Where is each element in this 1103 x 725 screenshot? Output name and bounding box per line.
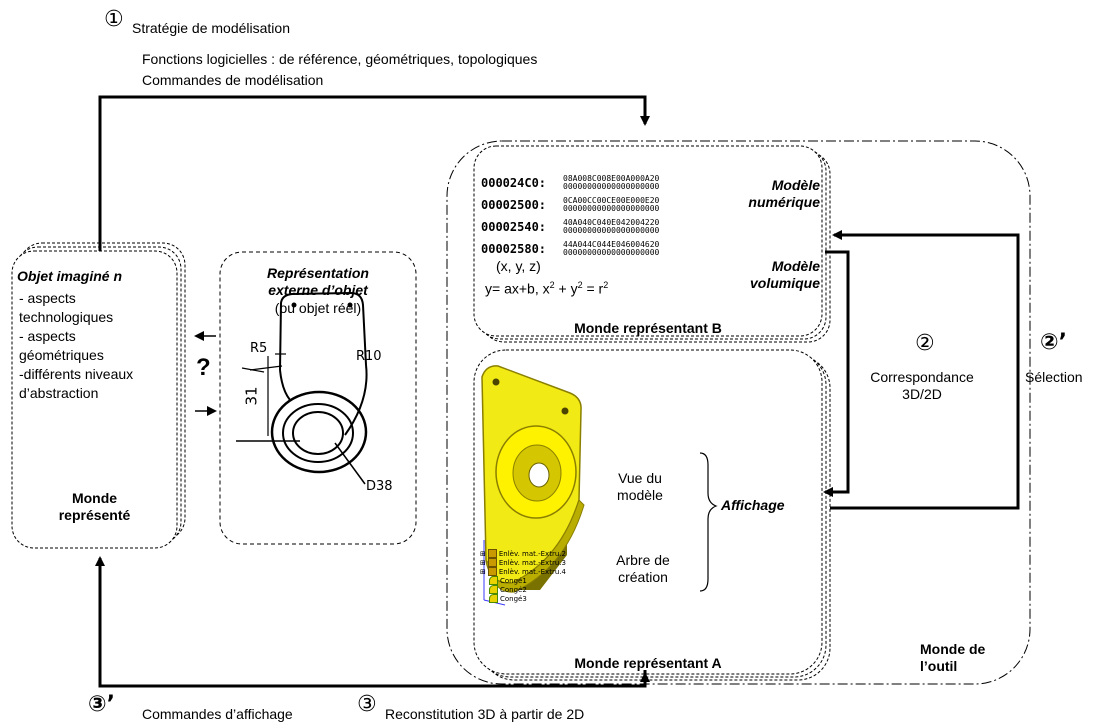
step2-label: Correspondance 3D/2D: [870, 369, 974, 402]
monde-outil-box: [446, 140, 1031, 685]
step2p-label: Sélection: [1025, 369, 1083, 385]
sketch-r10: R10: [356, 349, 382, 364]
tree-item[interactable]: ⊞Enlèv. mat.-Extru.2: [480, 549, 566, 558]
tree-item[interactable]: Congé3: [489, 594, 566, 603]
representant-a-label: Monde représentant A: [574, 655, 722, 671]
modele-volumique-label: Modèle volumique: [749, 258, 820, 291]
list-item: - aspects: [19, 328, 76, 344]
fillet-icon: [489, 576, 498, 585]
arrow-step1: [98, 95, 650, 251]
representation-title: Représentation externe d’objet: [267, 265, 369, 298]
step3-marker: ③: [357, 692, 377, 717]
extrude-cut-icon: [487, 549, 497, 558]
representant-b-label: Monde représentant B: [574, 320, 722, 336]
step1-line1: Fonctions logicielles : de référence, gé…: [142, 51, 538, 67]
arrow-step2p: [830, 230, 1020, 510]
list-item: - aspects: [19, 290, 76, 306]
list-item: d’abstraction: [19, 385, 99, 401]
xyz-label: (x, y, z): [496, 258, 541, 274]
representant-b-box: [473, 145, 823, 337]
equation: y= ax+b, x2 + y2 = r2: [485, 280, 609, 297]
step1-line2: Commandes de modélisation: [142, 72, 324, 88]
tree-item[interactable]: ⊞Enlèv. mat.-Extru.3: [480, 558, 566, 567]
list-item: technologiques: [19, 309, 114, 325]
technical-sketch: [236, 291, 368, 485]
extrude-cut-icon: [487, 558, 497, 567]
list-item: -différents niveaux: [19, 366, 134, 382]
representation-box: [219, 251, 417, 545]
step2-marker: ②: [915, 331, 935, 356]
objet-imagine-title: Objet imaginé n: [17, 268, 123, 284]
step3-label: Reconstitution 3D à partir de 2D: [385, 706, 585, 722]
sketch-d38: D38: [366, 479, 393, 494]
extrude-cut-icon: [487, 567, 497, 576]
question-mark: ?: [196, 354, 211, 381]
step2p-marker: ②’: [1040, 330, 1067, 355]
representation-subtitle: (ou objet réel): [274, 300, 362, 316]
tree-item[interactable]: Congé2: [489, 585, 566, 594]
arbre-creation-label: Arbre de création: [616, 552, 670, 585]
monde-outil-label: Monde de l’outil: [920, 641, 986, 674]
tree-item[interactable]: ⊞Enlèv. mat.-Extru.4: [480, 567, 566, 576]
arrow-step2: [823, 250, 850, 497]
affichage-brace: [699, 452, 718, 592]
sketch-31: 31: [242, 386, 261, 406]
sketch-r5: R5: [250, 341, 268, 356]
step3p-label: Commandes d’affichage: [142, 706, 293, 722]
monde-represente-box: [11, 250, 178, 549]
tree-item[interactable]: Congé1: [489, 576, 566, 585]
step1-label: Stratégie de modélisation: [132, 20, 290, 36]
fillet-icon: [489, 585, 498, 594]
list-item: géométriques: [19, 347, 104, 363]
monde-represente-label: Monde représenté: [58, 490, 131, 523]
part-3d-view: [481, 365, 585, 606]
feature-tree: ⊞Enlèv. mat.-Extru.2 ⊞Enlèv. mat.-Extru.…: [480, 549, 566, 603]
objet-aspects-list: - aspects technologiques - aspects géomé…: [19, 289, 133, 403]
affichage-label: Affichage: [721, 497, 785, 513]
step3p-marker: ③’: [88, 692, 115, 717]
step1-marker: ①: [104, 7, 124, 32]
modele-numerique-label: Modèle numérique: [748, 177, 820, 210]
fillet-icon: [489, 594, 498, 603]
vue-modele-label: Vue du modèle: [617, 470, 663, 503]
